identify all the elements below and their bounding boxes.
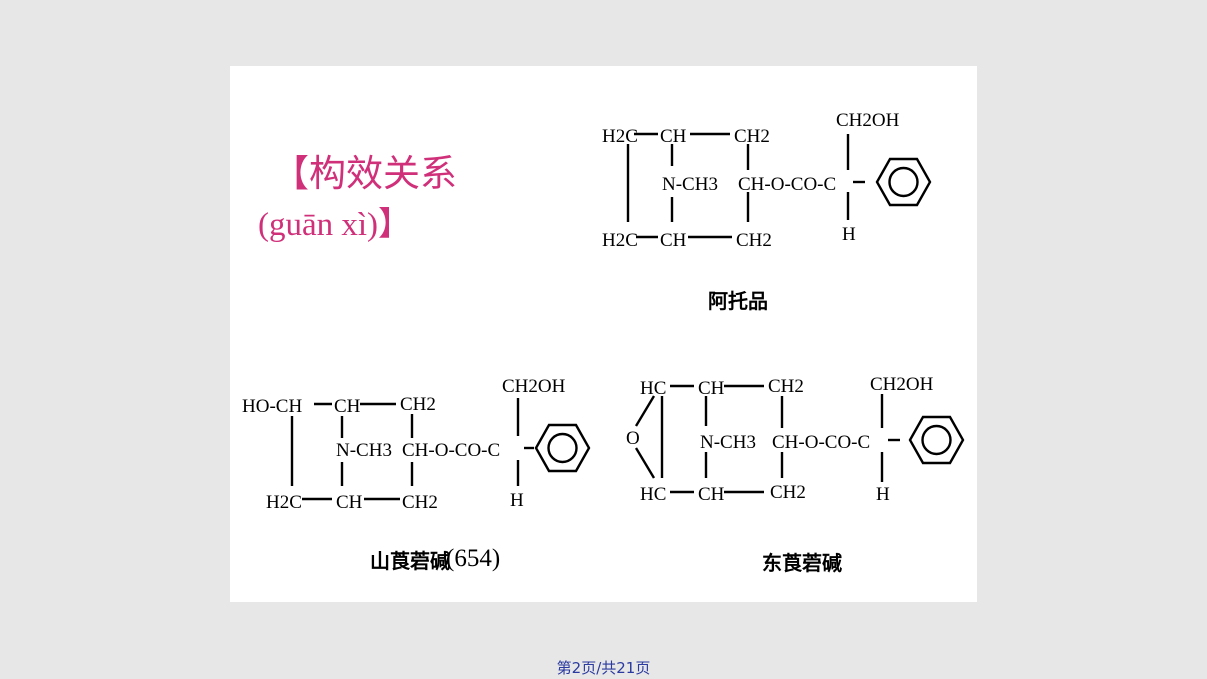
atom-n-ch3: N-CH3 [662,174,718,195]
page-indicator: 第2页/共21页 [556,659,651,677]
anisodamine-name: 山莨菪碱 [370,549,450,573]
atropine-name: 阿托品 [708,289,768,313]
atom-ch2-bottom: CH2 [736,230,772,251]
atom-ch-bottom: CH [336,492,363,513]
atom-n-ch3: N-CH3 [336,440,392,461]
atom-ch2-top: CH2 [400,394,436,415]
title-line-2: (guān xì)】 [258,207,412,243]
atom-hc-bottom: HC [640,484,666,505]
atom-ch-bottom: CH [660,230,687,251]
atom-ch2-top: CH2 [734,126,770,147]
title-line-1: 【构效关系 [272,154,457,195]
atom-n-ch3: N-CH3 [700,432,756,453]
atom-ch2oh: CH2OH [870,374,934,395]
atom-o-bridge: O [626,428,640,449]
atom-ch2oh: CH2OH [836,110,900,131]
slide-title: 【构效关系 (guān xì)】 [258,150,532,250]
atropine-structure: H2C CH CH2 N-CH3 CH-O-CO-C H2C CH CH2 CH… [602,110,932,313]
anisodamine-structure: HO-CH CH CH2 N-CH3 CH-O-CO-C H2C CH CH2 … [242,376,591,573]
atom-ester-chain: CH-O-CO-C [772,432,870,453]
atom-ch-top: CH [660,126,687,147]
atom-h2c-bottom: H2C [602,230,638,251]
atom-ho-ch: HO-CH [242,396,302,417]
atom-ch2-bottom: CH2 [770,482,806,503]
scopolamine-structure: HC CH CH2 O N-CH3 CH-O-CO-C HC CH CH2 CH… [626,374,965,575]
atom-ester-chain: CH-O-CO-C [402,440,500,461]
atom-hc-top: HC [640,378,666,399]
atom-ch2oh: CH2OH [502,376,566,397]
atom-ch-top: CH [334,396,361,417]
atom-h: H [842,224,856,245]
scopolamine-name: 东莨菪碱 [762,551,842,575]
atom-ch2-top: CH2 [768,376,804,397]
atom-ester-chain: CH-O-CO-C [738,174,836,195]
atom-h2c-top: H2C [602,126,638,147]
atom-h: H [510,490,524,511]
atom-h2c-bottom: H2C [266,492,302,513]
atom-h: H [876,484,890,505]
slide-canvas: 【构效关系 (guān xì)】 H2C CH CH2 N-CH3 CH-O-C… [230,66,977,602]
atom-ch-bottom: CH [698,484,725,505]
atom-ch-top: CH [698,378,725,399]
atom-ch2-bottom: CH2 [402,492,438,513]
citation-number: (654) [446,545,501,572]
